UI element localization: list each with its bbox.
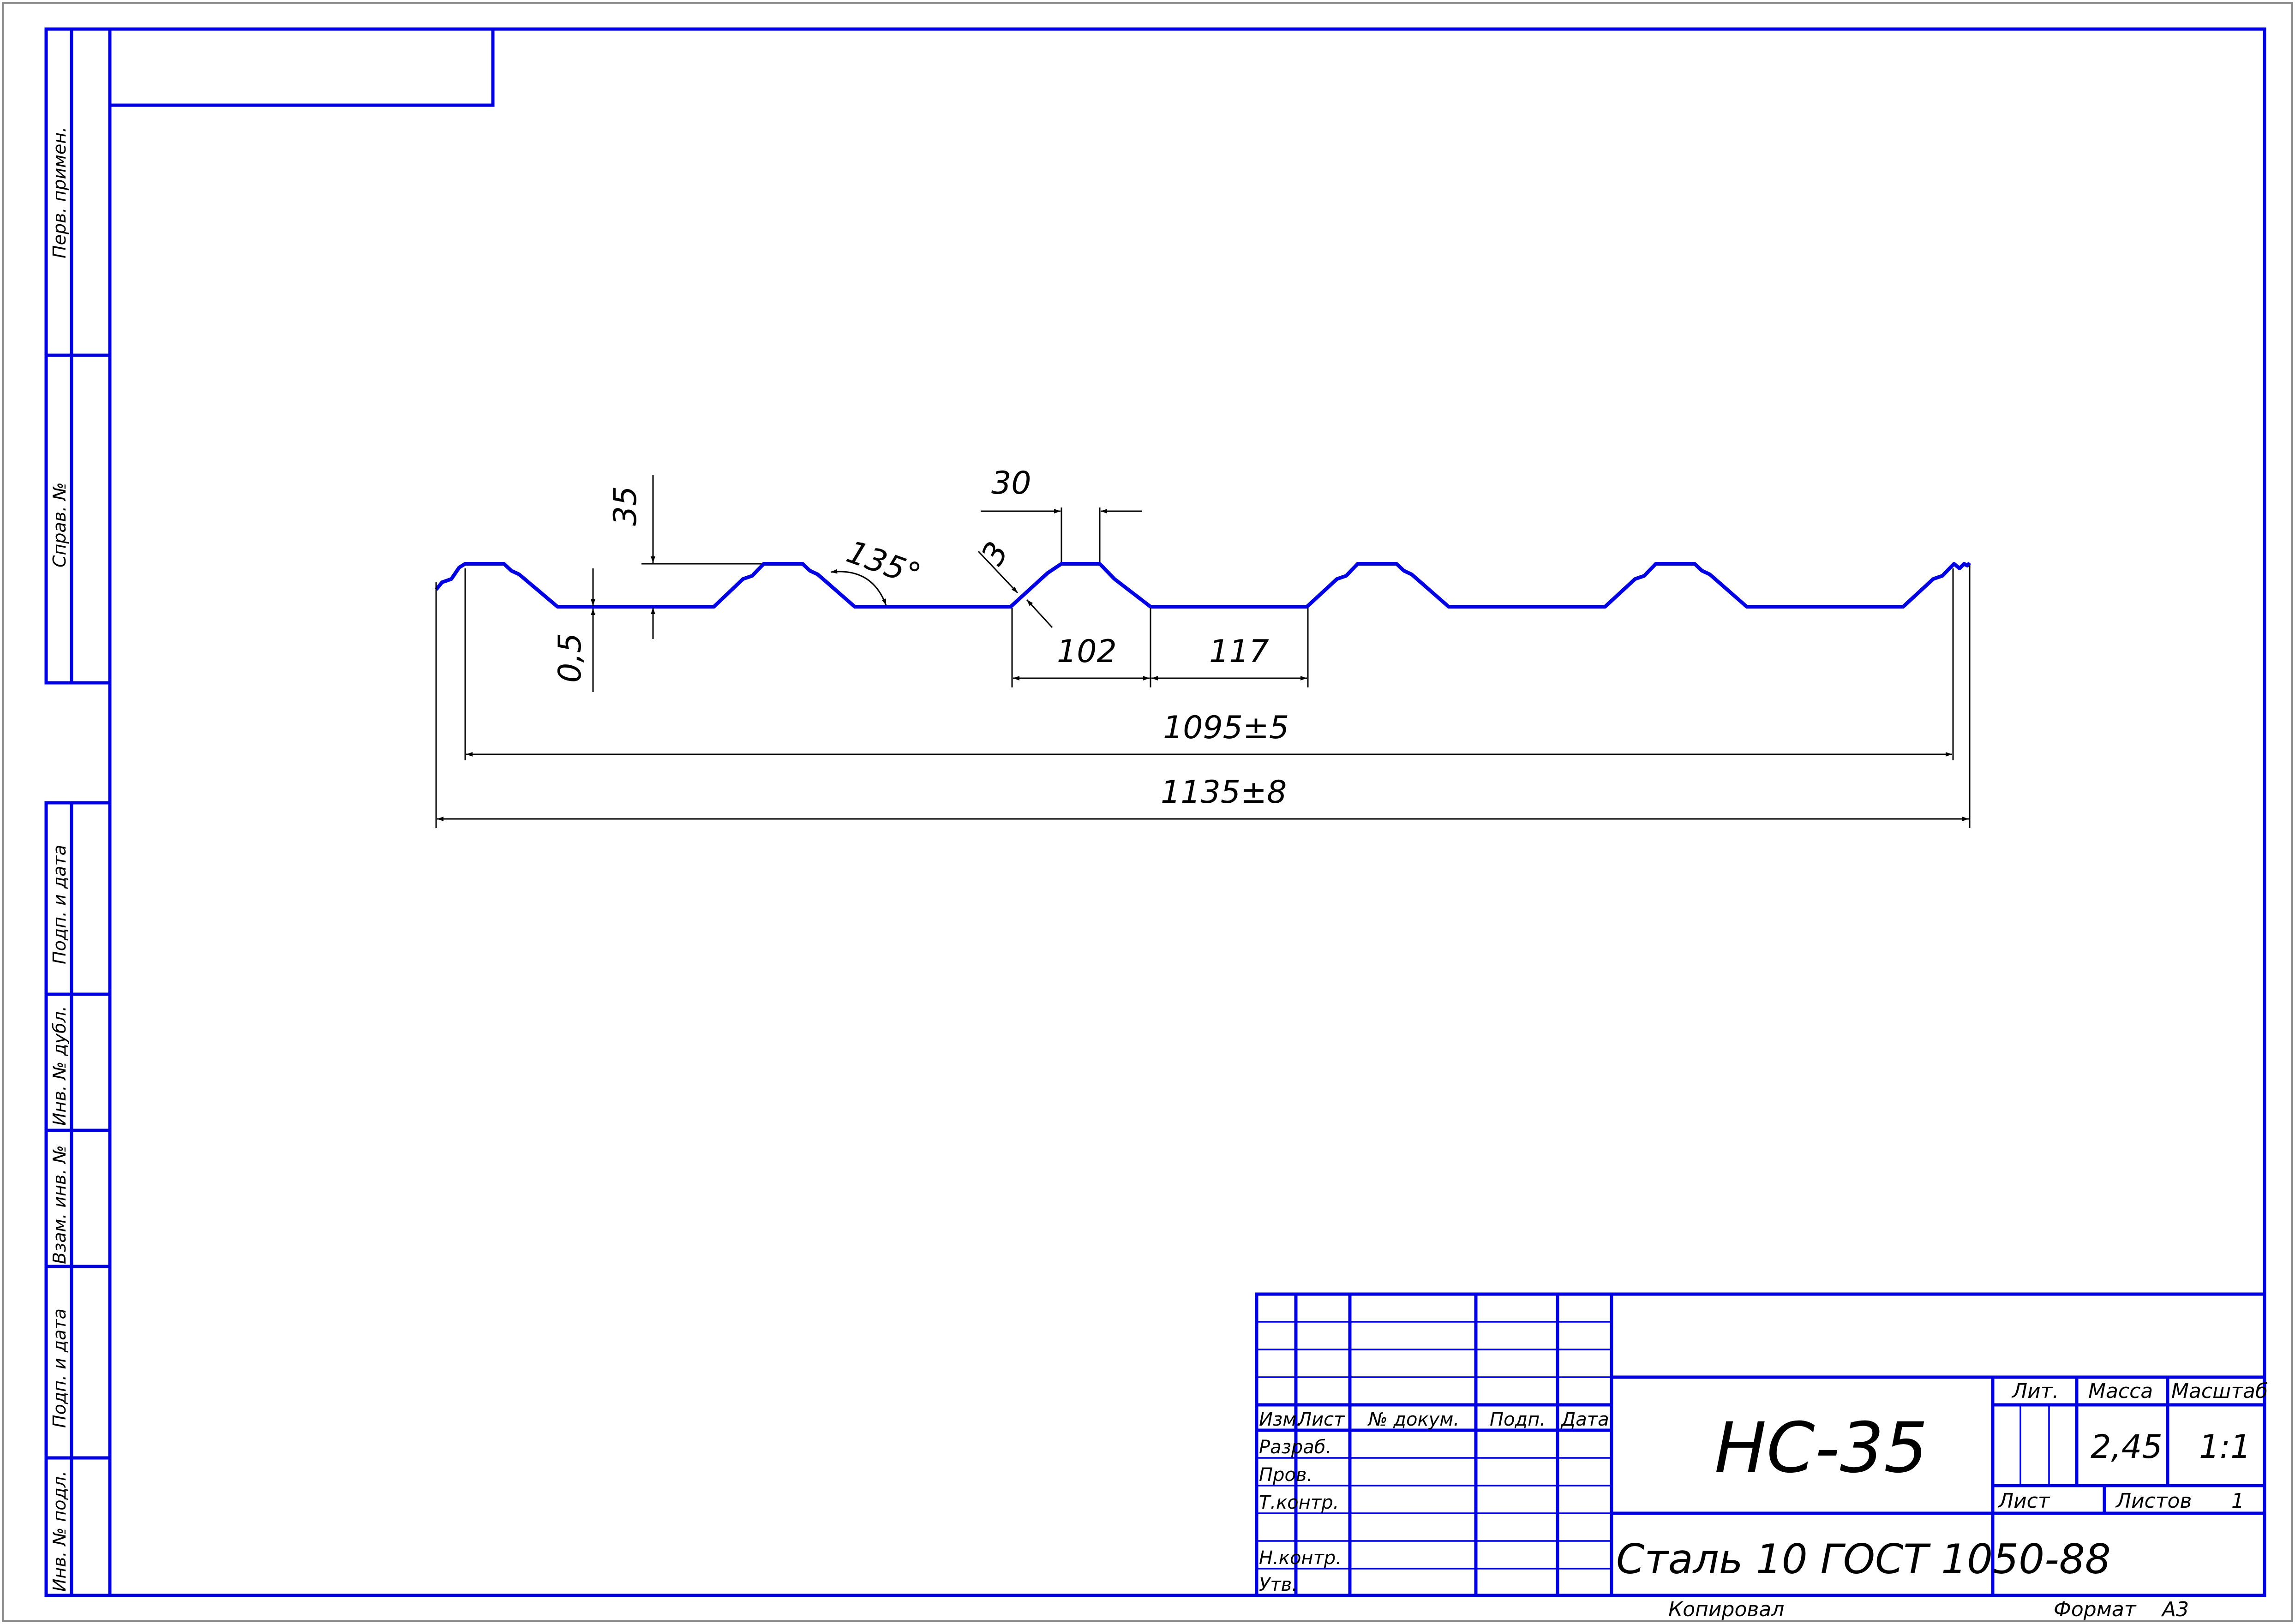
left-stamp-upper: [44, 27, 112, 685]
stamp-podp-data-2: Подп. и дата: [49, 1308, 70, 1428]
dim-text-30: 30: [991, 465, 1031, 502]
dim-text-1095: 1095±5: [1163, 710, 1289, 746]
top-left-box: [108, 27, 495, 107]
dim-text-0-5: 0,5: [552, 633, 588, 683]
title-block: [1255, 1292, 2266, 1597]
stamp-sprav-no: Справ. №: [49, 482, 70, 567]
dim-text-102: 102: [1057, 633, 1117, 670]
footer-copied: Копировал: [1668, 1598, 1784, 1621]
sheets-value: 1: [2231, 1489, 2244, 1513]
sheet-label: Лист: [1997, 1489, 2050, 1513]
dim-text-3: 3: [974, 536, 1016, 572]
scale-value: 1:1: [2199, 1428, 2251, 1466]
main-frame: [108, 27, 2266, 1597]
sheets-label: Листов: [2115, 1489, 2192, 1513]
col-list: Лист: [1297, 1409, 1345, 1430]
lit-label: Лит.: [2011, 1379, 2059, 1403]
dim-text-1135: 1135±8: [1161, 774, 1287, 811]
stamp-inv-podl: Инв. № подл.: [49, 1471, 70, 1592]
mass-label: Масса: [2088, 1379, 2153, 1403]
footer-format-value: А3: [2161, 1598, 2189, 1621]
row-tkontr: Т.контр.: [1259, 1492, 1339, 1513]
dim-text-117: 117: [1209, 633, 1269, 670]
stamp-inv-dubl: Инв. № дубл.: [49, 1006, 70, 1126]
footer-format-label: Формат: [2054, 1598, 2137, 1621]
col-podp: Подп.: [1490, 1409, 1546, 1430]
row-utv: Утв.: [1259, 1574, 1298, 1595]
col-izm: Изм.: [1259, 1409, 1302, 1430]
designation: НС-35: [1714, 1408, 1928, 1488]
sheet-profile: [434, 561, 1971, 609]
col-data: Дата: [1560, 1409, 1609, 1430]
row-prov: Пров.: [1259, 1464, 1312, 1486]
col-doc: № докум.: [1367, 1409, 1459, 1430]
row-razrab: Разраб.: [1259, 1437, 1331, 1458]
stamp-perv-primen: Перв. примен.: [49, 127, 70, 258]
dim-text-35: 35: [607, 486, 644, 526]
row-nkontr: Н.контр.: [1259, 1547, 1342, 1569]
stamp-vzam-inv: Взам. инв. №: [49, 1145, 70, 1264]
material: Сталь 10 ГОСТ 1050-88: [1616, 1535, 2111, 1583]
stamp-podp-data-1: Подп. и дата: [49, 845, 70, 964]
scale-label: Масштаб: [2171, 1379, 2268, 1403]
left-stamp-lower: [44, 801, 112, 1597]
dimensions: [435, 475, 1971, 828]
mass-value: 2,45: [2091, 1428, 2163, 1466]
dim-text-135: 135°: [842, 534, 925, 594]
